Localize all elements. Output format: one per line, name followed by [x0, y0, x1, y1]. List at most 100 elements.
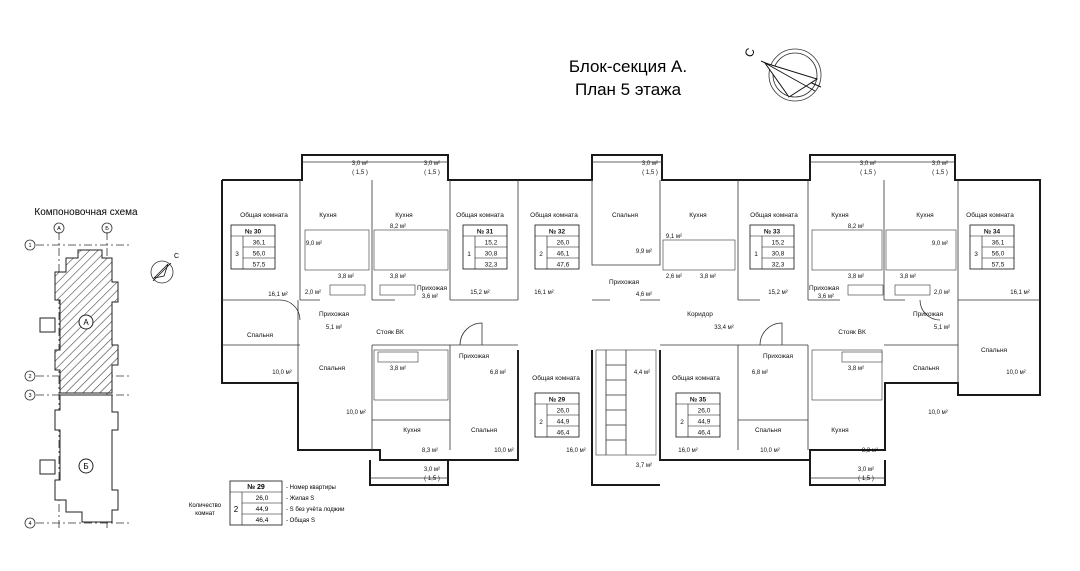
room-area: 3,8 м² [390, 274, 406, 280]
room-6: 2,0 м² [305, 290, 321, 296]
scheme-axis-row-2: 2 [28, 374, 31, 380]
room-area: 10,0 м² [494, 448, 513, 454]
room-area: 9,1 м² [666, 234, 682, 240]
scheme-section-a-label: А [83, 318, 89, 327]
apartment-living-area: 15,2 [485, 240, 498, 247]
room-area: 3,8 м² [848, 274, 864, 280]
scheme-axis-row-1: 1 [28, 243, 31, 249]
loggia-area: 3,0 м² [642, 161, 658, 167]
north-compass-icon [760, 48, 822, 102]
apartment-number: № 35 [690, 397, 707, 404]
room-area: 10,0 м² [346, 410, 365, 416]
scheme-section-b-marker [78, 458, 94, 474]
riser-label-right: Стояк ВК [838, 329, 866, 336]
scheme-axis-row-4: 4 [28, 521, 31, 527]
apartment-total-area: 32,3 [772, 262, 785, 269]
apartment-total-area: 46,4 [698, 430, 711, 437]
room-label: Общая комната [530, 211, 578, 219]
apartment-number: № 30 [245, 229, 262, 236]
plan-title-line1: Блок-секция А. [569, 57, 687, 76]
apartment-total-area: 32,3 [485, 262, 498, 269]
plan-title-line2: План 5 этажа [575, 80, 682, 99]
room-area: 16,0 м² [566, 448, 585, 454]
apartment-total-area: 57,5 [253, 262, 266, 269]
apartment-area-no-loggia: 56,0 [253, 251, 266, 258]
apartment-living-area: 36,1 [253, 240, 266, 247]
room-area: 5,1 м² [934, 325, 950, 331]
loggia-top-2: 3,0 м² ( 1,5 ) [424, 161, 440, 176]
legend-desc-living: - Жилая S [286, 496, 314, 502]
apartment-number: № 33 [764, 229, 781, 236]
apartment-rooms: 2 [680, 419, 684, 426]
room-area: 10,0 м² [928, 410, 947, 416]
loggia-coef: ( 1,5 ) [858, 476, 874, 482]
room-4: 3,8 м² [338, 274, 354, 280]
room-area: 2,0 м² [934, 290, 950, 296]
room-area: 8,2 м² [848, 224, 864, 230]
room-area: 8,3 м² [862, 448, 878, 454]
room-32: 3,7 м² [636, 463, 652, 469]
room-area: 3,6 м² [818, 294, 834, 300]
scheme-title: Компоновочная схема [34, 207, 138, 218]
room-18: Кухня 9,0 м² [916, 212, 948, 247]
room-5: 3,8 м² [390, 274, 406, 280]
room-label: Кухня [916, 212, 934, 219]
room-label: Общая комната [672, 374, 720, 382]
room-15: Общая комната 15,2 м² [750, 211, 798, 296]
apartment-area-no-loggia: 46,1 [557, 251, 570, 258]
room-area: 10,0 м² [1006, 370, 1025, 376]
north-compass-letter: С [742, 46, 758, 59]
legend-rooms: 2 [234, 505, 239, 514]
room-label: Кухня [319, 212, 337, 219]
room-area: 9,0 м² [932, 241, 948, 247]
apartment-total-area: 57,5 [992, 262, 1005, 269]
room-label: Спальня [755, 427, 782, 434]
legend: № 29 2 26,0 44,9 46,4 Количество комнат … [189, 480, 344, 526]
room-area: 9,9 м² [636, 249, 652, 255]
room-label: Прихожая [609, 279, 640, 286]
room-label: Кухня [831, 427, 849, 434]
apartment-number: № 29 [549, 397, 566, 404]
loggia-area: 3,0 м² [424, 467, 440, 473]
room-area: 3,7 м² [636, 463, 652, 469]
loggia-coef: ( 1,5 ) [642, 170, 658, 176]
room-label: Общая комната [750, 211, 798, 219]
legend-caption-line1: Количество [189, 503, 222, 509]
room-20: 3,8 м² [900, 274, 916, 280]
room-19: 3,8 м² [848, 274, 864, 280]
apartment-number: № 32 [549, 229, 566, 236]
apartment-area-no-loggia: 44,9 [557, 419, 570, 426]
apartment-number: № 34 [984, 229, 1001, 236]
loggia-coef: ( 1,5 ) [352, 170, 368, 176]
apartment-area-no-loggia: 30,8 [772, 251, 785, 258]
loggia-bottom-2: 3,0 м² ( 1,5 ) [858, 467, 874, 482]
loggia-top-4: 3,0 м² ( 1,5 ) [860, 161, 876, 176]
legend-desc-no-loggia: - S без учёта лоджии [286, 507, 344, 513]
apartment-living-area: 26,0 [698, 408, 711, 415]
room-label: Прихожая [459, 353, 490, 360]
scheme-axis-col-a: А [57, 226, 61, 232]
scheme-compass-icon [150, 260, 174, 284]
room-label: Кухня [403, 427, 421, 434]
scheme-section-b-label: Б [83, 462, 88, 471]
room-area: 15,2 м² [768, 290, 787, 296]
riser-label-left: Стояк ВК [376, 329, 404, 336]
room-26: 3,8 м² [390, 366, 406, 372]
loggia-coef: ( 1,5 ) [860, 170, 876, 176]
